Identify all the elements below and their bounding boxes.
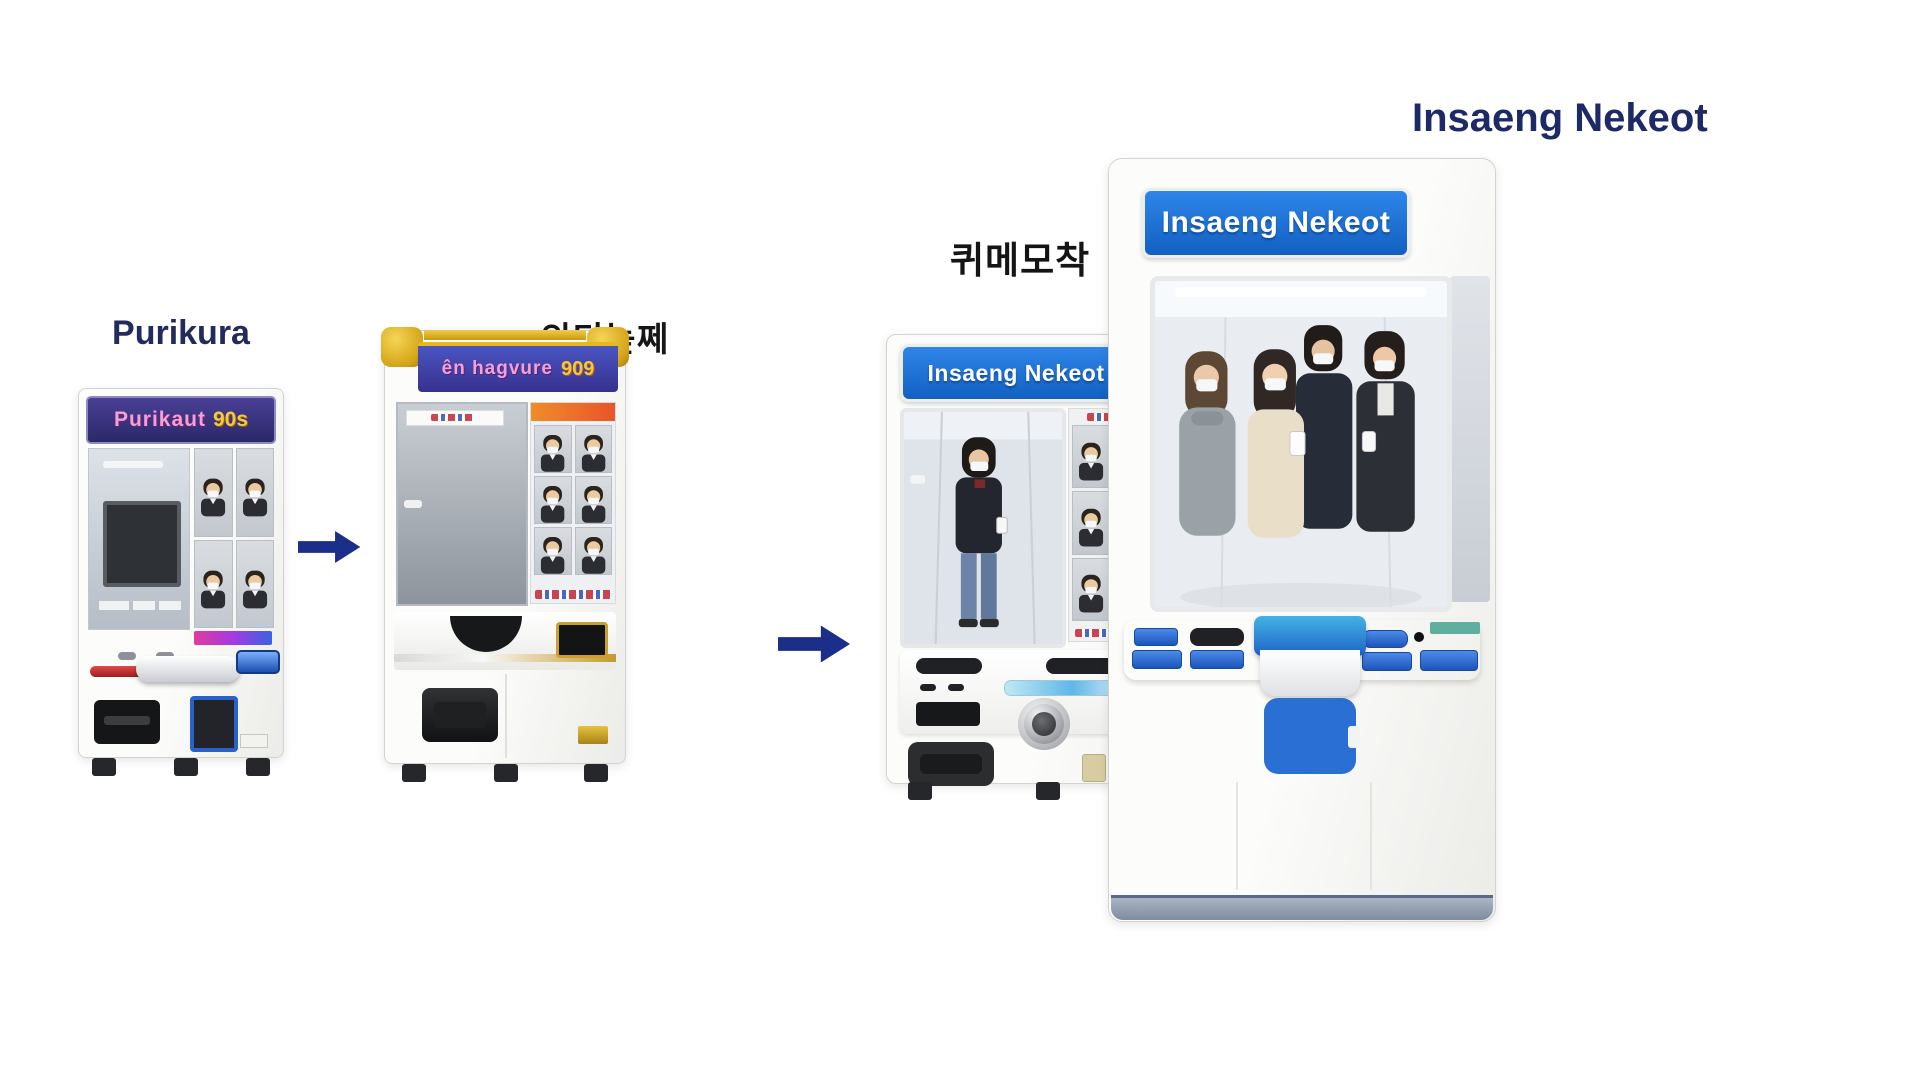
handle-bar [136, 656, 240, 682]
photo-sample [1072, 491, 1111, 555]
control-shelf [394, 612, 616, 670]
vent-slot [1046, 658, 1124, 674]
info-sticker [240, 734, 268, 748]
machine-sign: ên hagvure 909 [418, 342, 618, 392]
machine-base [1111, 895, 1493, 920]
viewer-hood [450, 616, 522, 652]
side-panel [1450, 276, 1490, 602]
blue-button [1420, 650, 1478, 671]
bill-acceptor [190, 696, 238, 752]
panel-seam [1236, 782, 1238, 890]
stage-label-3: 퀴메모착 [950, 240, 1091, 281]
machine-foot [246, 758, 270, 776]
blue-button [1362, 630, 1408, 648]
photo-sample [574, 476, 612, 524]
print-output-slot [94, 700, 160, 744]
booth-screen [103, 501, 181, 587]
photo-strip [194, 448, 274, 628]
coin-slot [556, 622, 608, 658]
machine-stage-2: ên hagvure 909 [381, 327, 629, 782]
camera-dot [1414, 632, 1424, 642]
sign-text: Insaeng Nekeot [927, 359, 1105, 386]
teal-strip [1430, 622, 1480, 634]
blue-button [1134, 628, 1178, 646]
caption-strip [535, 590, 611, 599]
booth-interior-scene [904, 412, 1062, 644]
notice-strip [406, 410, 504, 426]
print-output-slot [908, 742, 994, 786]
machine-foot [174, 758, 198, 776]
print-output-tray [422, 688, 498, 742]
machine-foot [92, 758, 116, 776]
info-sticker [1082, 754, 1106, 782]
button [920, 684, 936, 691]
machine-sign: Insaeng Nekeot [1142, 188, 1410, 258]
photo-sample [1072, 425, 1111, 489]
machine-foot [494, 764, 518, 782]
blue-button [1132, 650, 1182, 669]
button [948, 684, 964, 691]
right-arrow-icon [778, 620, 852, 668]
photo-sample [194, 448, 233, 537]
booth-window [900, 408, 1066, 648]
machine-insaeng-nekeot: Insaeng Nekeot [1108, 158, 1496, 922]
right-arrow-icon [298, 524, 362, 570]
sign-text: ên hagvure [441, 358, 553, 379]
stage-label-purikura: Purikura [112, 314, 250, 352]
photo-strip-header [531, 403, 615, 421]
blue-button [1190, 650, 1244, 669]
sign-suffix: 90s [212, 408, 249, 431]
promo-banner [194, 631, 272, 645]
machine-foot [908, 782, 932, 800]
metal-bar [394, 654, 616, 662]
photo-sample [574, 425, 612, 473]
photo-sample [194, 539, 233, 628]
booth-window [1150, 276, 1452, 612]
card-slot [1190, 628, 1244, 646]
sign-text: Purikaut [113, 408, 206, 431]
photo-sample [534, 527, 572, 575]
coin-slot [236, 650, 280, 674]
sign-text: Insaeng Nekeot [1161, 206, 1391, 239]
booth-alcove [88, 448, 190, 630]
panel-seam [1370, 782, 1372, 890]
card-slot [916, 702, 980, 726]
dispenser-body [1260, 650, 1360, 696]
photo-sample [534, 476, 572, 524]
coin-mechanism [1018, 698, 1070, 750]
stage-label-insaeng-nekeot: Insaeng Nekeot [1412, 96, 1708, 140]
print-output-door [1264, 698, 1360, 774]
booth-opening [396, 402, 528, 606]
photo-sample [534, 425, 572, 473]
photo-sample [235, 539, 274, 628]
blue-button [1362, 652, 1412, 671]
sign-suffix: 909 [561, 357, 595, 380]
photo-sample [1072, 557, 1111, 621]
machine-foot [402, 764, 426, 782]
machine-foot [584, 764, 608, 782]
machine-sign: Purikaut 90s [86, 396, 276, 444]
booth-interior-scene [1155, 281, 1447, 607]
gold-sticker [578, 726, 608, 744]
vent-slot [916, 658, 982, 674]
machine-sign: Insaeng Nekeot [900, 344, 1132, 402]
photo-sample [235, 448, 274, 537]
machine-foot [1036, 782, 1060, 800]
gold-top-band [424, 330, 586, 340]
door-seam [505, 674, 507, 758]
machine-purikura: Purikaut 90s [78, 388, 284, 776]
dispenser-top [1254, 616, 1366, 656]
photo-strip-column [530, 402, 616, 604]
gold-corner-cap [381, 327, 423, 367]
photo-sample [574, 527, 612, 575]
